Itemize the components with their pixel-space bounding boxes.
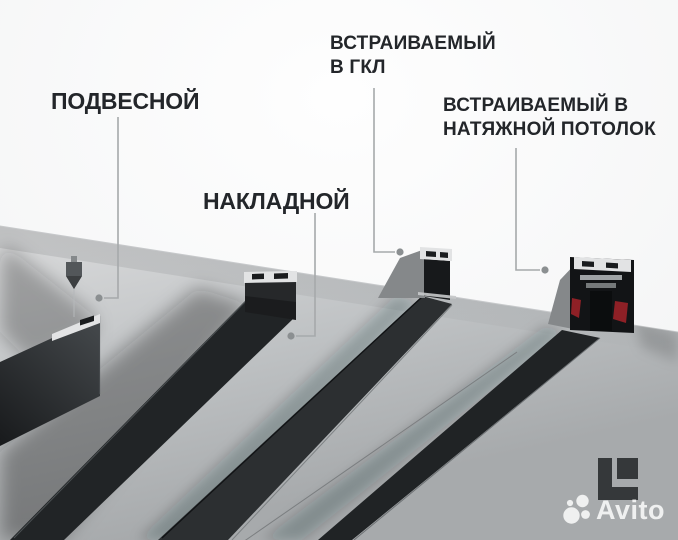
suspension-mount-cone <box>66 276 82 289</box>
leader-dot-gkl <box>396 248 404 256</box>
track-stretch-slot <box>582 261 594 267</box>
track-suspended-connector <box>80 315 94 326</box>
leader-gkl <box>373 88 395 253</box>
track-surface-top-face <box>244 271 297 283</box>
brand-logo-square <box>617 458 638 479</box>
track-stretch-inner-rail <box>586 283 616 288</box>
track-gkl-strip <box>158 296 452 540</box>
track-stretch-inner-rail <box>580 275 622 280</box>
label-recessed-stretch: ВСТРАИВАЕМЫЙ В НАТЯЖНОЙ ПОТОЛОК <box>443 95 656 140</box>
leader-dot-surface <box>287 332 295 340</box>
track-stretch-channel <box>590 291 612 331</box>
track-suspended <box>0 256 101 446</box>
avito-logo-icon <box>563 494 590 524</box>
track-gkl-slot <box>440 252 448 258</box>
stretch-gasket-left <box>571 298 581 318</box>
track-surface-strip <box>10 300 294 540</box>
label-surface: НАКЛАДНОЙ <box>203 188 350 214</box>
avito-watermark: Avito <box>563 494 665 526</box>
track-gkl-strip-trim <box>231 304 453 540</box>
label-recessed-gkl: ВСТРАИВАЕМЫЙ В ГКЛ <box>330 33 496 78</box>
ceiling-shadows <box>0 245 678 540</box>
suspension-stem <box>71 256 77 263</box>
track-suspended-body <box>0 316 100 446</box>
track-recessed-gkl <box>158 247 456 540</box>
brand-logo-bar-bottom <box>598 487 638 500</box>
track-surface-strip-highlight <box>13 300 247 539</box>
track-surface <box>10 271 297 540</box>
avito-watermark-text: Avito <box>596 495 665 525</box>
stretch-gasket-right <box>613 301 628 323</box>
track-surface-body <box>245 279 296 320</box>
track-recessed-stretch <box>318 257 634 540</box>
track-gkl-slot <box>426 251 436 257</box>
leader-dot-stretch <box>541 266 549 274</box>
gkl-cut-face <box>378 249 425 298</box>
track-stretch-strip <box>318 330 600 540</box>
track-gkl-strip-shadow-edge <box>161 296 423 539</box>
label-suspended: ПОДВЕСНОЙ <box>51 88 200 114</box>
track-gkl-body <box>424 259 450 300</box>
brand-logo-icon <box>598 458 638 500</box>
leader-stretch <box>515 148 540 271</box>
leader-dot-suspended <box>95 294 103 302</box>
track-surface-body-shade <box>245 296 296 320</box>
track-stretch-strip-trim <box>353 337 601 540</box>
leader-surface <box>296 213 316 337</box>
stretch-ceiling-seam <box>242 351 518 540</box>
leader-lines <box>95 88 549 340</box>
track-gkl-trim-lip <box>418 292 456 299</box>
leader-suspended <box>104 117 119 299</box>
track-surface-slot <box>252 273 264 280</box>
track-stretch-slot <box>606 262 618 269</box>
track-surface-slot <box>274 273 288 279</box>
